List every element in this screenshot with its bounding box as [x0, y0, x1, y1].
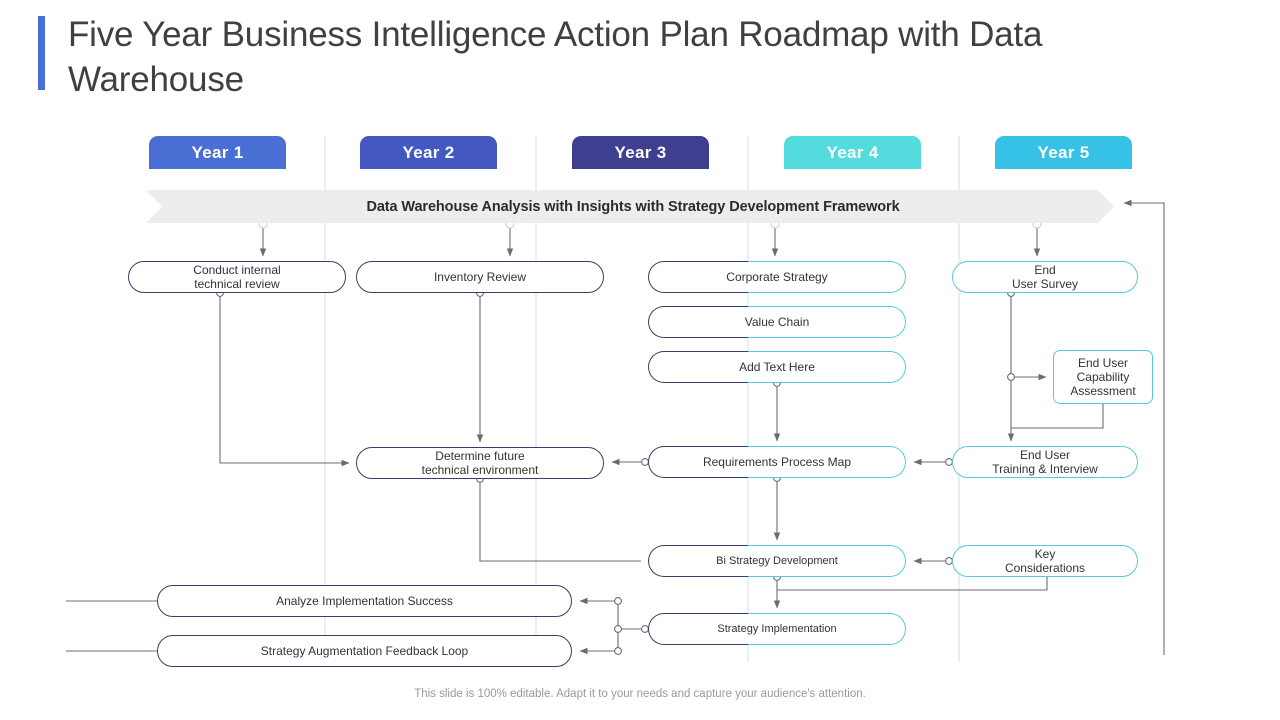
node-label: Inventory Review: [433, 270, 527, 284]
node-inventory-review[interactable]: Inventory Review: [356, 261, 604, 293]
node-label: Value Chain: [744, 315, 810, 329]
year-header-2[interactable]: Year 2: [360, 136, 497, 169]
year-header-label: Year 3: [614, 142, 667, 162]
node-half-right: [748, 261, 906, 293]
year-header-label: Year 2: [402, 142, 455, 162]
node-half-left: [648, 306, 748, 338]
node-corporate-strategy[interactable]: Corporate Strategy: [648, 261, 906, 293]
node-bi-strategy-development[interactable]: Bi Strategy Development: [648, 545, 906, 577]
framework-banner-label: Data Warehouse Analysis with Insights wi…: [366, 198, 900, 215]
year-header-label: Year 1: [191, 142, 244, 162]
node-label: Strategy Augmentation Feedback Loop: [260, 644, 469, 658]
year-header-3[interactable]: Year 3: [572, 136, 709, 169]
framework-banner: Data Warehouse Analysis with Insights wi…: [146, 190, 1114, 223]
node-half-right: [748, 613, 906, 645]
node-half-right: [748, 446, 906, 478]
node-label: Strategy Implementation: [717, 623, 837, 635]
year-header-4[interactable]: Year 4: [784, 136, 921, 169]
node-add-text-here[interactable]: Add Text Here: [648, 351, 906, 383]
page-title: Five Year Business Intelligence Action P…: [68, 15, 1043, 99]
node-half-left: [648, 613, 748, 645]
node-label: Add Text Here: [739, 360, 815, 374]
year-header-1[interactable]: Year 1: [149, 136, 286, 169]
node-half-left: [648, 261, 748, 293]
node-value-chain[interactable]: Value Chain: [648, 306, 906, 338]
node-analyze-implementation-success[interactable]: Analyze Implementation Success: [157, 585, 572, 617]
node-requirements-process-map[interactable]: Requirements Process Map: [648, 446, 906, 478]
node-half-right: [748, 306, 906, 338]
year-header-label: Year 5: [1037, 142, 1090, 162]
slide-caption: This slide is 100% editable. Adapt it to…: [414, 688, 866, 700]
node-half-left: [648, 545, 748, 577]
node-label: Corporate Strategy: [726, 270, 828, 284]
node-label: Requirements Process Map: [702, 455, 852, 469]
title-accent-bar: [38, 16, 45, 90]
node-half-left: [648, 446, 748, 478]
node-label: Bi Strategy Development: [716, 555, 838, 567]
node-half-right: [748, 545, 906, 577]
year-header-5[interactable]: Year 5: [995, 136, 1132, 169]
node-strategy-augmentation-feedback-loop[interactable]: Strategy Augmentation Feedback Loop: [157, 635, 572, 667]
node-strategy-implementation[interactable]: Strategy Implementation: [648, 613, 906, 645]
node-half-left: [648, 351, 748, 383]
year-header-label: Year 4: [826, 142, 879, 162]
node-label: Analyze Implementation Success: [276, 594, 453, 608]
node-half-right: [748, 351, 906, 383]
